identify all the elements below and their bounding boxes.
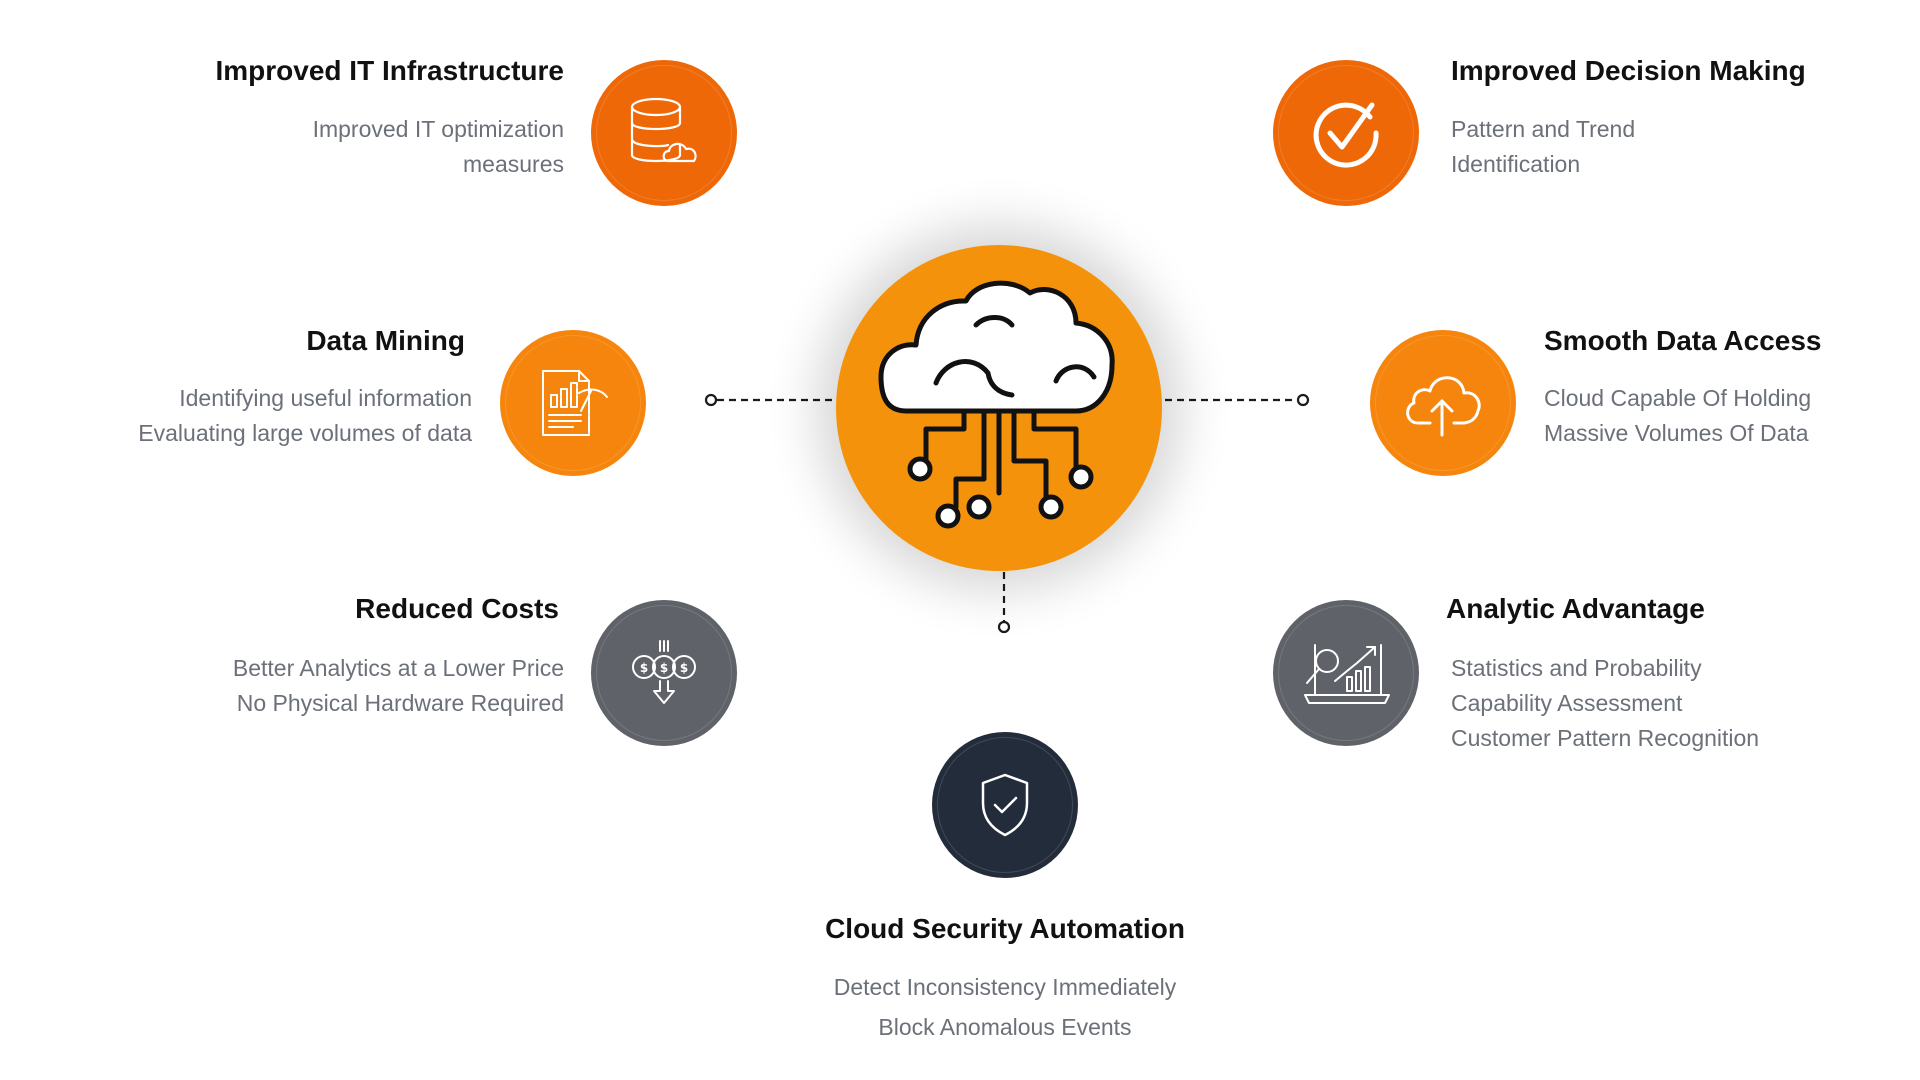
circle-ring	[1278, 65, 1414, 201]
center-hub	[836, 245, 1162, 571]
analytic-line-3: Customer Pattern Recognition	[1451, 725, 1760, 751]
analytic-title: Analytic Advantage	[1446, 593, 1705, 624]
costs-description: Better Analytics at a Lower Price No Phy…	[233, 651, 564, 721]
infrastructure-line-1: Improved IT optimization	[312, 116, 564, 142]
analytic-description: Statistics and Probability Capability As…	[1451, 651, 1759, 756]
mining-description: Identifying useful information Evaluatin…	[138, 381, 472, 451]
access-description: Cloud Capable Of Holding Massive Volumes…	[1544, 381, 1811, 451]
security-description: Detect Inconsistency Immediately Block A…	[755, 967, 1255, 1047]
decision-line-2: Identification	[1451, 151, 1581, 177]
cloud-circuit-icon	[878, 280, 1115, 529]
circle-ring	[596, 605, 732, 741]
access-line-1: Cloud Capable Of Holding	[1544, 385, 1812, 411]
security-circle	[932, 732, 1078, 878]
costs-line-1: Better Analytics at a Lower Price	[232, 655, 564, 681]
decision-description: Pattern and Trend Identification	[1451, 112, 1635, 182]
infrastructure-line-2: measures	[463, 151, 564, 177]
security-title: Cloud Security Automation	[825, 913, 1185, 944]
circle-ring	[596, 65, 732, 201]
infrastructure-circle	[591, 60, 737, 206]
security-line-2: Block Anomalous Events	[878, 1014, 1132, 1040]
analytic-line-2: Capability Assessment	[1451, 690, 1683, 716]
infrastructure-title: Improved IT Infrastructure	[215, 55, 564, 86]
analytic-circle	[1273, 600, 1419, 746]
access-line-2: Massive Volumes Of Data	[1544, 420, 1809, 446]
mining-line-1: Identifying useful information	[179, 385, 472, 411]
mining-title: Data Mining	[306, 325, 465, 356]
connector-right-dot	[1296, 393, 1310, 407]
access-title: Smooth Data Access	[1544, 325, 1822, 356]
decision-title: Improved Decision Making	[1451, 55, 1806, 86]
circle-ring	[1278, 605, 1414, 741]
costs-circle: $ $ $	[591, 600, 737, 746]
decision-line-1: Pattern and Trend	[1451, 116, 1636, 142]
security-line-1: Detect Inconsistency Immediately	[833, 974, 1177, 1000]
connector-bottom-dot	[997, 620, 1011, 634]
costs-title: Reduced Costs	[355, 593, 559, 624]
costs-line-2: No Physical Hardware Required	[236, 690, 564, 716]
mining-line-2: Evaluating large volumes of data	[138, 420, 472, 446]
connector-left-dot	[704, 393, 718, 407]
circle-ring	[1375, 335, 1511, 471]
mining-circle	[500, 330, 646, 476]
circle-ring	[937, 737, 1073, 873]
decision-circle	[1273, 60, 1419, 206]
analytic-line-1: Statistics and Probability	[1451, 655, 1702, 681]
infrastructure-description: Improved IT optimization measures	[313, 112, 564, 182]
access-circle	[1370, 330, 1516, 476]
circle-ring	[505, 335, 641, 471]
